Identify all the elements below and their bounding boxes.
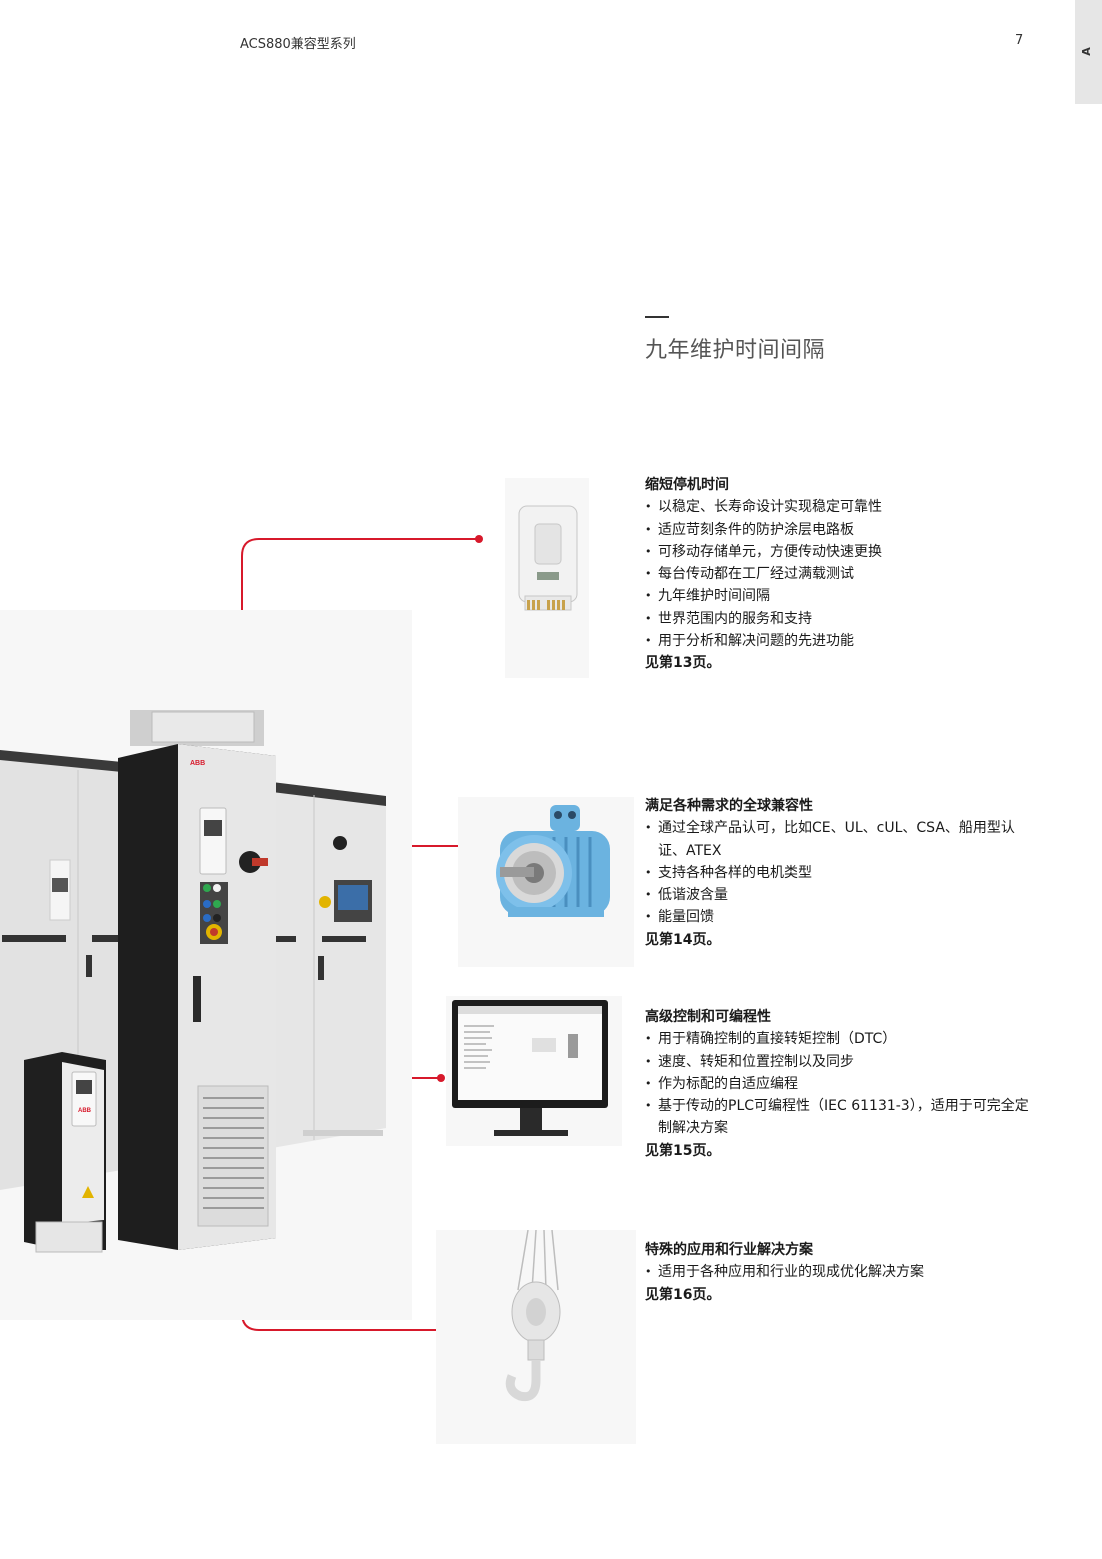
section-reduce-downtime: 缩短停机时间 以稳定、长寿命设计实现稳定可靠性 适应苛刻条件的防护涂层电路板 可… bbox=[645, 474, 1035, 675]
section-heading: 特殊的应用和行业解决方案 bbox=[645, 1242, 813, 1258]
bullet-item: 九年维护时间间隔 bbox=[645, 585, 1035, 608]
bullet-item: 用于精确控制的直接转矩控制（DTC） bbox=[645, 1028, 1035, 1051]
connector-dot-1 bbox=[475, 535, 483, 543]
cabinet-logo: ABB bbox=[190, 760, 205, 767]
bullet-item: 速度、转矩和位置控制以及同步 bbox=[645, 1051, 1035, 1074]
bullet-item: 用于分析和解决问题的先进功能 bbox=[645, 630, 1035, 653]
title-dash bbox=[645, 316, 669, 318]
section-advanced-control: 高级控制和可编程性 用于精确控制的直接转矩控制（DTC） 速度、转矩和位置控制以… bbox=[645, 1006, 1035, 1162]
bullet-item: 作为标配的自适应编程 bbox=[645, 1073, 1035, 1096]
bullet-item: 通过全球产品认可，比如CE、UL、cUL、CSA、船用型认证、ATEX bbox=[645, 817, 1035, 862]
bullet-item: 可移动存储单元，方便传动快速更换 bbox=[645, 541, 1035, 564]
bullet-item: 能量回馈 bbox=[645, 906, 1035, 929]
bullet-item: 支持各种各样的电机类型 bbox=[645, 862, 1035, 885]
crane-hook-image bbox=[436, 1230, 636, 1444]
section-tab[interactable]: A bbox=[1075, 0, 1102, 104]
bullet-item: 基于传动的PLC可编程性（IEC 61131-3），适用于可完全定制解决方案 bbox=[645, 1095, 1035, 1140]
drive-cabinets-image: ABB ABB bbox=[0, 610, 412, 1320]
section-global-compatibility: 满足各种需求的全球兼容性 通过全球产品认可，比如CE、UL、cUL、CSA、船用… bbox=[645, 795, 1035, 951]
page-reference[interactable]: 见第13页。 bbox=[645, 655, 721, 672]
page-reference[interactable]: 见第16页。 bbox=[645, 1286, 721, 1303]
document-title: ACS880兼容型系列 bbox=[240, 37, 356, 52]
page-reference[interactable]: 见第15页。 bbox=[645, 1142, 721, 1159]
connector-dot-3 bbox=[437, 1074, 445, 1082]
bullet-item: 适用于各种应用和行业的现成优化解决方案 bbox=[645, 1261, 1035, 1284]
bullet-item: 每台传动都在工厂经过满载测试 bbox=[645, 563, 1035, 586]
bullet-item: 低谐波含量 bbox=[645, 884, 1035, 907]
bullet-item: 世界范围内的服务和支持 bbox=[645, 608, 1035, 631]
section-special-applications: 特殊的应用和行业解决方案 适用于各种应用和行业的现成优化解决方案 见第16页。 bbox=[645, 1239, 1035, 1306]
bullet-item: 适应苛刻条件的防护涂层电路板 bbox=[645, 519, 1035, 542]
section-heading: 缩短停机时间 bbox=[645, 477, 729, 493]
page-number: 7 bbox=[1015, 33, 1024, 48]
section-heading: 满足各种需求的全球兼容性 bbox=[645, 798, 813, 814]
memory-unit-image bbox=[505, 478, 589, 678]
feature-title: 九年维护时间间隔 bbox=[645, 338, 826, 363]
monitor-image bbox=[446, 996, 622, 1146]
bullet-item: 以稳定、长寿命设计实现稳定可靠性 bbox=[645, 496, 1035, 519]
motor-image bbox=[458, 797, 634, 967]
section-heading: 高级控制和可编程性 bbox=[645, 1009, 771, 1025]
connector-line-1 bbox=[241, 538, 479, 675]
page-reference[interactable]: 见第14页。 bbox=[645, 931, 721, 948]
small-drive-logo: ABB bbox=[78, 1108, 92, 1114]
